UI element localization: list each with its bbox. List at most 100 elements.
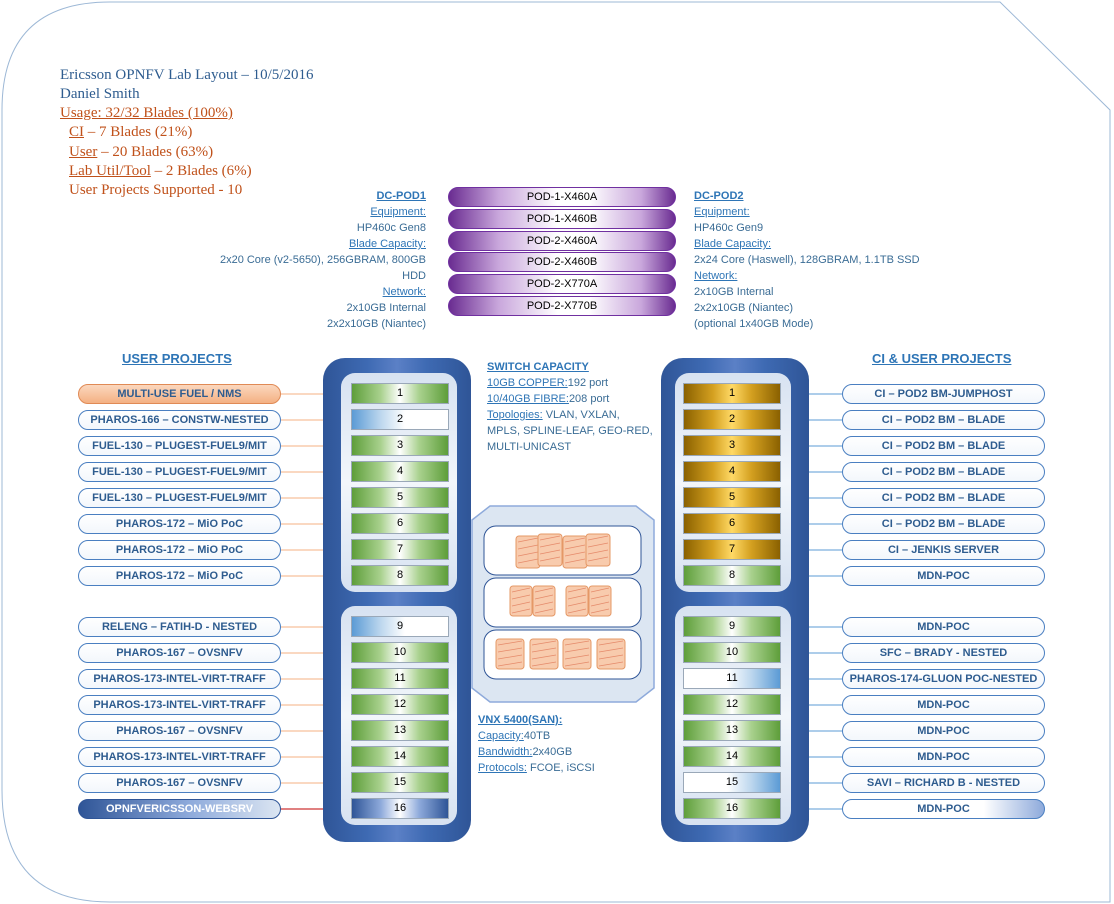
- left-blade-slot: 1: [351, 383, 449, 404]
- ci-user-projects-title: CI & USER PROJECTS: [872, 351, 1012, 366]
- storage-disk-hatch: [534, 608, 554, 614]
- storage-disk-hatch: [564, 661, 590, 667]
- pod-pill: POD-2-X460A: [448, 231, 676, 251]
- storage-disk-hatch: [497, 640, 523, 646]
- left-blade-slot: 8: [351, 565, 449, 586]
- storage-disk-hatch: [564, 558, 586, 564]
- right-project-label: MDN-POC: [842, 695, 1045, 715]
- left-project-label: PHAROS-173-INTEL-VIRT-TRAFF: [78, 747, 281, 767]
- storage-disk: [509, 585, 533, 617]
- dc-pod1-network-label: Network:: [382, 286, 426, 298]
- left-blade-slot: 6: [351, 513, 449, 534]
- right-project-label: CI – POD2 BM – BLADE: [842, 436, 1045, 456]
- storage-disk-hatch: [587, 549, 609, 555]
- right-project-label: CI – POD2 BM-JUMPHOST: [842, 384, 1045, 404]
- right-blade-slot: 8: [683, 565, 781, 586]
- dc-pod1-network-1: 2x10GB Internal: [346, 302, 427, 314]
- dc-pod2-network-3: (optional 1x40GB Mode): [694, 318, 814, 330]
- storage-disk-hatch: [598, 661, 624, 667]
- right-blade-slot: 9: [683, 616, 781, 637]
- storage-disk-hatch: [511, 601, 531, 607]
- storage-disk: [495, 638, 525, 670]
- right-blade-slot: 3: [683, 435, 781, 456]
- left-blade-slot: 7: [351, 539, 449, 560]
- usage-summary: Usage: 32/32 Blades (100%): [60, 105, 233, 121]
- right-project-label: CI – POD2 BM – BLADE: [842, 462, 1045, 482]
- right-blade-slot: 2: [683, 409, 781, 430]
- dc-pod2-network-2: 2x2x10GB (Niantec): [694, 302, 794, 314]
- right-blade-slot: 4: [683, 461, 781, 482]
- right-project-label: CI – JENKIS SERVER: [842, 540, 1045, 560]
- dc-pod1-title: DC-POD1: [376, 190, 426, 202]
- pod-pill: POD-1-X460B: [448, 209, 676, 229]
- left-blade-slot: 3: [351, 435, 449, 456]
- dc-pod1-capacity-1: 2x20 Core (v2-5650), 256GBRAM, 800GB: [219, 254, 426, 266]
- switch-fibre-label: 10/40GB FIBRE:: [487, 393, 569, 405]
- right-project-label: SFC – BRADY - NESTED: [842, 643, 1045, 663]
- switch-fibre-value: 208 port: [568, 393, 610, 405]
- storage-disk-hatch: [567, 608, 587, 614]
- storage-disk-hatch: [564, 654, 590, 660]
- left-project-label: FUEL-130 – PLUGEST-FUEL9/MIT: [78, 488, 281, 508]
- right-blade-slot: 1: [683, 383, 781, 404]
- storage-disk-hatch: [567, 594, 587, 600]
- left-project-label: PHAROS-167 – OVSNFV: [78, 773, 281, 793]
- storage-disk-hatch: [511, 608, 531, 614]
- storage-disk-hatch: [531, 647, 557, 653]
- right-project-label: MDN-POC: [842, 617, 1045, 637]
- switch-copper: 10GB COPPER:192 port: [487, 375, 657, 391]
- storage-disk-hatch: [590, 608, 610, 614]
- left-blade-slot: 14: [351, 746, 449, 767]
- switch-topo-1: VLAN, VXLAN,: [542, 409, 620, 421]
- vnx-protocols: Protocols: FCOE, iSCSI: [478, 760, 595, 776]
- left-project-label: PHAROS-173-INTEL-VIRT-TRAFF: [78, 695, 281, 715]
- switch-topo-2: MPLS, SPLINE-LEAF, GEO-RED,: [487, 425, 653, 437]
- dc-pod1-equipment: HP460c Gen8: [356, 222, 426, 234]
- storage-disk-hatch: [564, 640, 590, 646]
- user-usage: User – 20 Blades (63%): [69, 143, 213, 162]
- vnx-capacity-value: 40TB: [523, 730, 551, 742]
- storage-disk-hatch: [517, 558, 539, 564]
- switch-capacity: SWITCH CAPACITY 10GB COPPER:192 port 10/…: [487, 359, 657, 455]
- projects-supported: User Projects Supported - 10: [69, 182, 243, 198]
- right-project-label: MDN-POC: [842, 799, 1045, 819]
- dc-pod2-capacity-1: 2x24 Core (Haswell), 128GBRAM, 1.1TB SSD: [694, 254, 920, 266]
- left-project-label: FUEL-130 – PLUGEST-FUEL9/MIT: [78, 462, 281, 482]
- vnx-info: VNX 5400(SAN): Capacity:40TB Bandwidth:2…: [478, 712, 595, 776]
- storage-disk-hatch: [564, 537, 586, 543]
- storage-disk-hatch: [517, 537, 539, 543]
- pod-pill: POD-1-X460A: [448, 187, 676, 207]
- right-blade-slot: 6: [683, 513, 781, 534]
- ci-usage-label: CI: [69, 124, 84, 140]
- pod-pill: POD-2-X770A: [448, 274, 676, 294]
- right-project-label: MDN-POC: [842, 747, 1045, 767]
- switch-copper-value: 192 port: [567, 377, 609, 389]
- dc-pod1-network-2: 2x2x10GB (Niantec): [326, 318, 426, 330]
- left-project-label: PHAROS-172 – MiO PoC: [78, 566, 281, 586]
- vnx-protocols-value: FCOE, iSCSI: [526, 762, 595, 774]
- storage-disk-hatch: [511, 594, 531, 600]
- vnx-protocols-label: Protocols:: [478, 762, 527, 774]
- storage-disk-hatch: [531, 654, 557, 660]
- left-project-label: PHAROS-167 – OVSNFV: [78, 721, 281, 741]
- dc-pod2-equipment: HP460c Gen9: [694, 222, 764, 234]
- ci-usage: CI – 7 Blades (21%): [69, 123, 192, 142]
- right-blade-slot: 10: [683, 642, 781, 663]
- storage-disk: [562, 638, 592, 670]
- page-title: Ericsson OPNFV Lab Layout – 10/5/2016: [60, 67, 314, 83]
- storage-disk-hatch: [590, 587, 610, 593]
- dc-pod2-capacity-label: Blade Capacity:: [694, 238, 772, 250]
- pod-pill: POD-2-X770B: [448, 296, 676, 316]
- switch-topo-3: MULTI-UNICAST: [487, 441, 572, 453]
- lab-usage-value: – 2 Blades (6%): [150, 163, 252, 179]
- left-project-label: RELENG – FATIH-D - NESTED: [78, 617, 281, 637]
- right-project-label: CI – POD2 BM – BLADE: [842, 514, 1045, 534]
- right-project-label: PHAROS-174-GLUON POC-NESTED: [842, 669, 1045, 689]
- storage-disk-hatch: [598, 640, 624, 646]
- storage-disk-hatch: [531, 640, 557, 646]
- switch-title: SWITCH CAPACITY: [487, 361, 589, 373]
- left-blade-slot: 13: [351, 720, 449, 741]
- storage-disk-hatch: [564, 551, 586, 557]
- left-blade-slot: 4: [351, 461, 449, 482]
- storage-disk-hatch: [587, 556, 609, 562]
